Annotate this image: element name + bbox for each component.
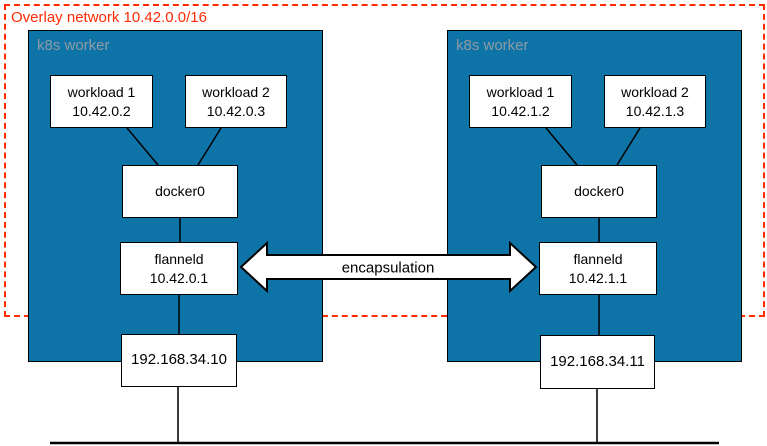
node-workload2-right: workload 2 10.42.1.3 [604, 75, 706, 128]
overlay-network-label: Overlay network 10.42.0.0/16 [11, 9, 207, 26]
workload-name: workload 1 [486, 83, 555, 100]
host-ip: 192.168.34.11 [550, 352, 645, 370]
node-flanneld-left: flanneld 10.42.0.1 [120, 242, 238, 295]
bridge-name: docker0 [155, 183, 205, 200]
node-workload2-left: workload 2 10.42.0.3 [185, 75, 287, 128]
flanneld-name: flanneld [573, 250, 623, 267]
overlay-network-boundary: Overlay network 10.42.0.0/16 [4, 4, 765, 317]
workload-ip: 10.42.0.3 [206, 102, 266, 119]
node-docker0-left: docker0 [122, 165, 238, 218]
flanneld-ip: 10.42.0.1 [149, 269, 209, 286]
workload-name: workload 2 [202, 83, 270, 100]
encapsulation-label: encapsulation [341, 259, 435, 277]
workload-ip: 10.42.1.2 [491, 102, 550, 119]
workload-ip: 10.42.1.3 [625, 102, 685, 119]
node-host-ip-left: 192.168.34.10 [121, 334, 237, 387]
worker-left-label: k8s worker [37, 37, 110, 54]
node-docker0-right: docker0 [541, 165, 657, 218]
node-workload1-right: workload 1 10.42.1.2 [469, 75, 572, 128]
node-workload1-left: workload 1 10.42.0.2 [50, 75, 153, 128]
flanneld-name: flanneld [154, 250, 204, 267]
host-ip: 192.168.34.10 [131, 351, 227, 369]
workload-name: workload 2 [621, 83, 689, 100]
node-flanneld-right: flanneld 10.42.1.1 [539, 242, 657, 295]
bridge-name: docker0 [574, 183, 624, 200]
node-host-ip-right: 192.168.34.11 [540, 335, 655, 389]
workload-name: workload 1 [67, 83, 136, 100]
flanneld-ip: 10.42.1.1 [568, 269, 628, 286]
workload-ip: 10.42.0.2 [72, 102, 131, 119]
worker-right-label: k8s worker [456, 37, 529, 54]
